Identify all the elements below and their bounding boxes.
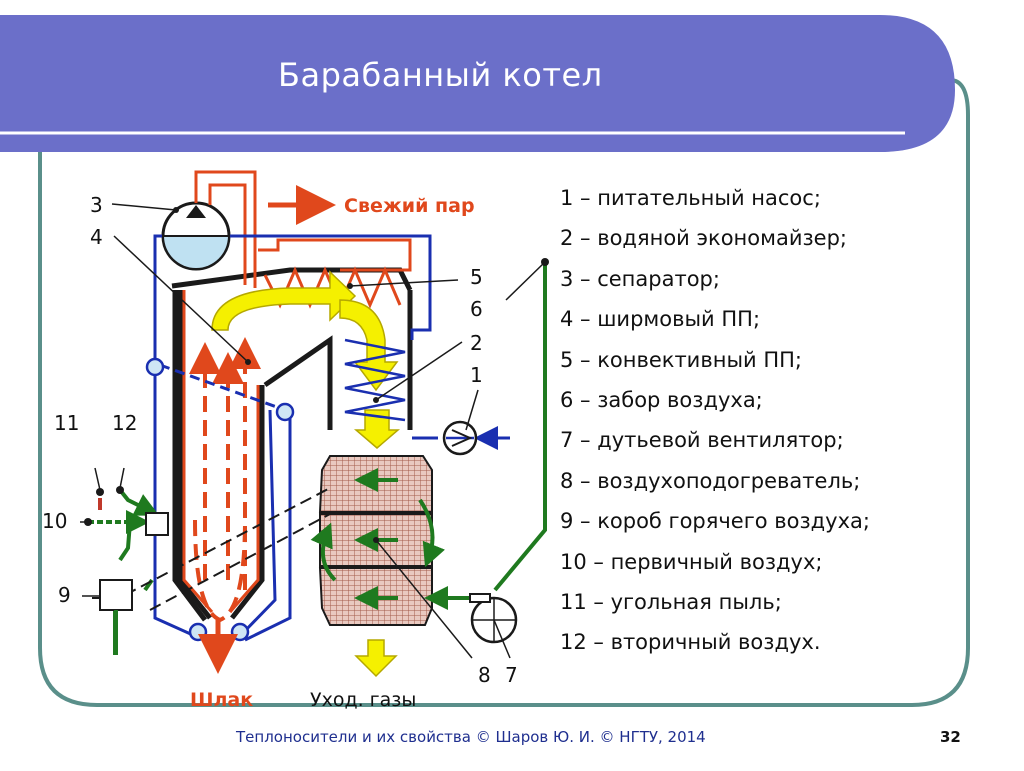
hot-air-duct	[124, 487, 331, 611]
legend-list: 1 – питательный насос; 2 – водяной эконо…	[560, 178, 870, 663]
marker-5: 5	[470, 265, 483, 289]
boiler-diagram: 3 4 5 6 2 1 11 12 10 9 8 7 Свежий пар Шл…	[42, 170, 549, 711]
legend-item: 10 – первичный воздух;	[560, 549, 823, 574]
marker-6: 6	[470, 297, 483, 321]
secondary-air-point	[116, 486, 124, 494]
marker-1: 1	[470, 363, 483, 387]
header-band	[0, 15, 955, 152]
slide-frame	[0, 15, 970, 707]
markers: 3 4 5 6 2 1 11 12 10 9 8 7	[42, 193, 518, 687]
feed-pump	[442, 420, 478, 456]
economizer-coil	[344, 338, 406, 422]
legend-item: 2 – водяной экономайзер;	[560, 226, 847, 251]
water-lines	[153, 234, 510, 642]
legend-item: 12 – вторичный воздух.	[560, 630, 821, 655]
fresh-steam-label: Свежий пар	[344, 195, 475, 217]
legend-item: 1 – питательный насос;	[560, 186, 821, 210]
legend-item: 8 – воздухоподогреватель;	[560, 468, 861, 493]
marker-9: 9	[58, 583, 71, 607]
flue-gas-label: Уход. газы	[310, 689, 416, 711]
flame-paths	[189, 337, 261, 623]
marker-7: 7	[505, 663, 518, 687]
marker-10: 10	[42, 509, 67, 533]
marker-2: 2	[470, 331, 483, 355]
legend-item: 5 – конвективный ПП;	[560, 347, 803, 372]
slag-label: Шлак	[190, 689, 253, 711]
air-inlets	[88, 488, 160, 534]
legend-item: 4 – ширмовый ПП;	[560, 307, 761, 332]
footer-credit: Теплоносители и их свойства © Шаров Ю. И…	[236, 728, 706, 746]
legend-item: 9 – короб горячего воздуха;	[560, 509, 870, 534]
marker-11: 11	[54, 411, 79, 435]
forced-draft-fan	[469, 593, 518, 644]
burner-box	[145, 512, 169, 536]
marker-12: 12	[112, 411, 137, 435]
legend-item: 3 – сепаратор;	[560, 266, 720, 291]
coal-dust-point	[96, 488, 104, 496]
leader-lines	[80, 203, 546, 659]
legend-item: 7 – дутьевой вентилятор;	[560, 428, 844, 453]
marker-4: 4	[90, 225, 103, 249]
marker-3: 3	[90, 193, 103, 217]
page-number: 32	[940, 728, 961, 746]
leader-dots	[173, 207, 379, 543]
hot-air-box	[92, 579, 133, 655]
slide-title: Барабанный котел	[278, 56, 603, 94]
drum	[161, 201, 231, 271]
marker-8: 8	[478, 663, 491, 687]
legend-item: 11 – угольная пыль;	[560, 589, 782, 614]
furnace-walls	[171, 267, 413, 622]
legend-item: 6 – забор воздуха;	[560, 387, 763, 412]
